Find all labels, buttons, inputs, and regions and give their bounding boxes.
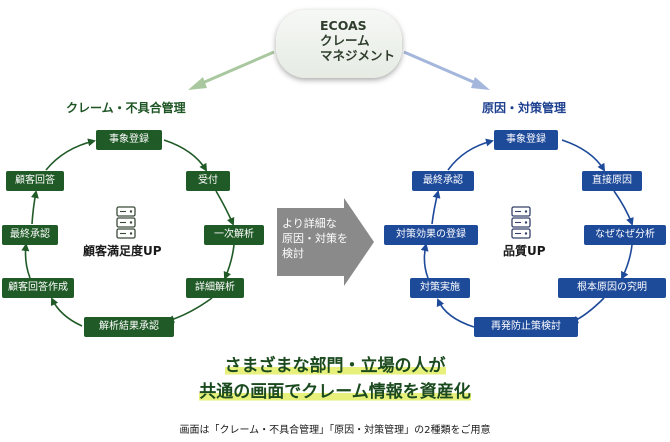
right-arc-5: [436, 298, 475, 328]
branch-arrow-right: [403, 50, 490, 90]
right-arc-2: [613, 190, 634, 226]
right-step-3: なぜなぜ分析: [584, 225, 666, 245]
left-arc-7: [30, 190, 39, 225]
right-step-8: 最終承認: [412, 171, 474, 191]
left-cycle-title: クレーム・不具合管理: [66, 101, 186, 115]
left-step-3: 一次解析: [204, 225, 264, 245]
ecoas-card: ECOAS クレーム マネジメント: [276, 10, 402, 78]
left-step-5: 解析結果承認: [84, 317, 174, 337]
left-arc-3: [223, 244, 235, 280]
left-arc-6: [21, 243, 31, 279]
right-step-6: 対策実施: [410, 278, 470, 298]
ecoas-card-title: ECOAS クレーム マネジメント: [320, 18, 396, 63]
right-step-2: 直接原因: [582, 171, 642, 191]
right-arc-6: [420, 243, 429, 279]
middle-arrow: [277, 198, 374, 286]
right-server-icon: [511, 206, 531, 239]
right-arc-8: [447, 138, 494, 171]
left-server-icon: [116, 206, 136, 239]
right-step-5: 再発防止策検討: [474, 317, 578, 337]
right-step-1: 事象登録: [494, 130, 558, 150]
left-arc-4: [166, 297, 213, 323]
right-arc-7: [431, 190, 441, 225]
right-step-7: 対策効果の登録: [384, 225, 478, 245]
left-step-4: 詳細解析: [186, 278, 244, 298]
left-arc-1: [163, 139, 208, 172]
left-arc-2: [215, 190, 235, 226]
middle-arrow-text: より詳細な 原因・対策を 検討: [282, 217, 348, 260]
left-arc-8: [45, 138, 96, 171]
left-step-2: 受付: [186, 171, 230, 191]
headline-line-2: 共通の画面でクレーム情報を資産化: [199, 382, 471, 402]
right-arc-1: [561, 139, 606, 172]
right-center-label: 品質UP: [503, 244, 546, 258]
headline-line-1: さまざまな部門・立場の人が: [224, 356, 446, 376]
left-center-label: 顧客満足度UP: [83, 244, 162, 258]
footnote: 画面は「クレーム・不具合管理」「原因・対策管理」の2種類をご用意: [179, 425, 491, 436]
left-step-7: 最終承認: [2, 225, 58, 245]
left-step-8: 顧客回答: [6, 171, 64, 191]
left-step-6: 顧客回答作成: [2, 278, 74, 298]
left-step-1: 事象登録: [96, 130, 162, 150]
right-arc-3: [621, 244, 633, 280]
right-cycle-title: 原因・対策管理: [482, 101, 567, 115]
left-arc-5: [50, 297, 83, 327]
right-step-4: 根本原因の究明: [558, 278, 666, 298]
branch-arrow-left: [188, 50, 275, 90]
